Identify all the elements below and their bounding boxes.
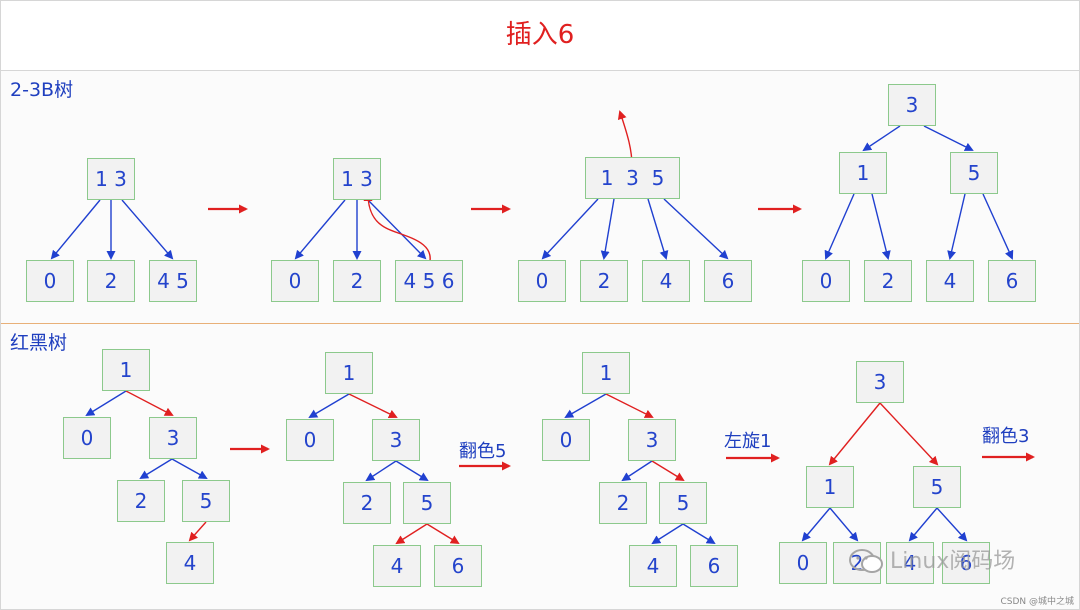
rb-node: 6 — [434, 545, 482, 587]
btree-label: 2-3B树 — [10, 79, 74, 101]
red-link — [348, 393, 398, 418]
rb-node: 3 — [372, 419, 420, 461]
black-link — [682, 523, 716, 545]
tree-edge — [862, 125, 901, 152]
tree-edge — [947, 193, 966, 260]
rb-node: 3 — [856, 361, 904, 403]
btree-node: 6 — [988, 260, 1036, 302]
tree-edge — [600, 198, 615, 260]
rb-node: 5 — [403, 482, 451, 524]
header-bar: 插入6 — [0, 0, 1080, 71]
btree-node: 2 — [580, 260, 628, 302]
rb-node: 6 — [942, 542, 990, 584]
tree-edge — [50, 199, 101, 260]
red-link — [879, 402, 939, 466]
rb-node: 6 — [690, 545, 738, 587]
rbtree-label: 红黑树 — [10, 332, 68, 354]
btree-node: 2 — [864, 260, 912, 302]
btree-node: 6 — [704, 260, 752, 302]
red-link — [188, 521, 207, 542]
rb-node: 3 — [149, 417, 197, 459]
tree-edge — [923, 125, 974, 151]
black-link — [365, 460, 397, 482]
rb-node: 1 — [102, 349, 150, 391]
rb-node: 2 — [343, 482, 391, 524]
transition-label: 翻色5 — [459, 441, 507, 462]
credit-text: CSDN @城中之城 — [1000, 597, 1074, 607]
rb-node: 0 — [63, 417, 111, 459]
tree-edge — [663, 198, 729, 260]
btree-node: 2 — [87, 260, 135, 302]
btree-node: 4 — [926, 260, 974, 302]
btree-node: 4 — [642, 260, 690, 302]
black-link — [395, 460, 429, 482]
btree-node: 0 — [26, 260, 74, 302]
btree-node: 0 — [271, 260, 319, 302]
rb-node: 3 — [628, 419, 676, 461]
rb-node: 5 — [659, 482, 707, 524]
btree-node: 2 — [333, 260, 381, 302]
black-link — [308, 393, 350, 419]
black-link — [139, 458, 173, 480]
btree-node: 4 5 — [149, 260, 197, 302]
btree-node: 0 — [518, 260, 566, 302]
rb-node: 4 — [373, 545, 421, 587]
tree-edge — [982, 193, 1014, 260]
rb-node: 0 — [779, 542, 827, 584]
btree-node: 1 3 — [87, 158, 135, 200]
black-link — [85, 390, 127, 417]
tree-edge — [871, 193, 891, 260]
tree-edge — [824, 193, 855, 260]
btree-node: 1 3 — [333, 158, 381, 200]
watermark: Linux阅码场 — [890, 549, 1016, 574]
section-divider — [0, 323, 1080, 324]
btree-node: 1 — [839, 152, 887, 194]
btree-node: 3 — [888, 84, 936, 126]
tree-edge — [647, 198, 669, 260]
red-link — [426, 523, 460, 545]
split-arrow — [363, 192, 431, 269]
diagram-title: 插入6 — [505, 20, 575, 50]
black-link — [564, 393, 607, 418]
black-link — [801, 507, 831, 542]
tree-edge — [367, 199, 427, 260]
rb-node: 4 — [886, 542, 934, 584]
black-link — [621, 460, 653, 482]
rb-node: 4 — [629, 545, 677, 587]
rb-node: 1 — [582, 352, 630, 394]
rb-node: 1 — [325, 352, 373, 394]
btree-node: 5 — [950, 152, 998, 194]
black-link — [829, 507, 859, 542]
black-link — [908, 507, 938, 542]
red-link — [828, 402, 881, 466]
rb-node: 5 — [182, 480, 230, 522]
black-link — [936, 507, 968, 542]
rb-node: 0 — [542, 419, 590, 461]
red-link — [125, 390, 174, 416]
rb-node: 2 — [117, 480, 165, 522]
tree-edge — [541, 198, 599, 260]
black-link — [171, 458, 208, 479]
rb-node: 5 — [913, 466, 961, 508]
black-link — [651, 523, 684, 545]
transition-label: 翻色3 — [982, 426, 1030, 447]
transition-label: 左旋1 — [724, 431, 772, 452]
rb-node: 0 — [286, 419, 334, 461]
tree-edge — [121, 199, 174, 260]
rb-node: 1 — [806, 466, 854, 508]
rb-node: 4 — [166, 542, 214, 584]
btree-node: 1 3 5 — [585, 157, 680, 199]
btree-node: 4 5 6 — [395, 260, 463, 302]
btree-node: 0 — [802, 260, 850, 302]
red-link — [395, 523, 428, 545]
tree-edge — [294, 199, 346, 260]
rb-node: 2 — [599, 482, 647, 524]
red-link — [605, 393, 654, 418]
red-link — [651, 460, 685, 482]
wechat-icon — [849, 549, 883, 573]
